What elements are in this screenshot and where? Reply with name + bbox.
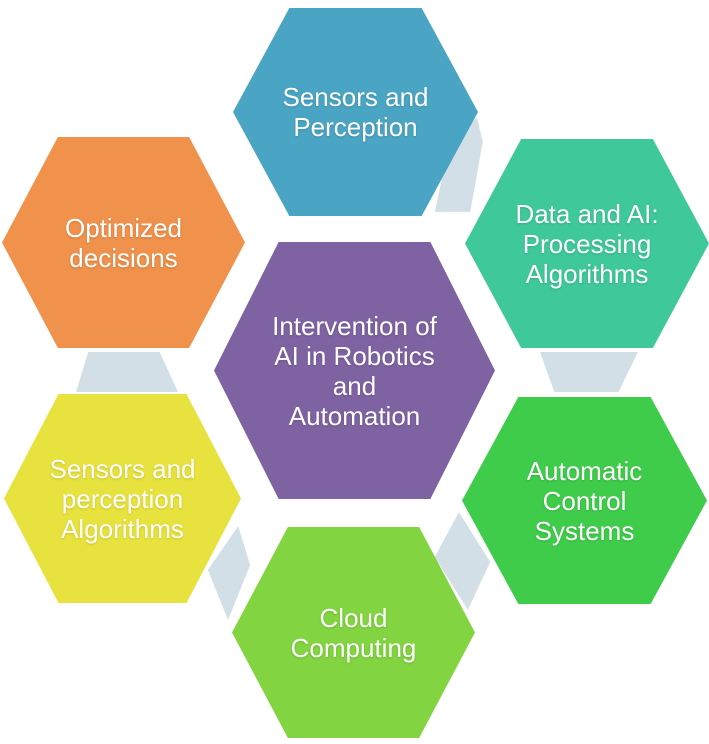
- label-line: decisions: [69, 242, 178, 273]
- label-line: Optimized: [64, 212, 183, 243]
- hexagon-label: Data and AI: Processing Algorithms: [465, 199, 709, 289]
- label-line: Data and AI:: [515, 198, 659, 229]
- label-line: Cloud: [319, 602, 388, 633]
- label-line: Algorithms: [525, 258, 649, 289]
- label-line: AI in Robotics: [274, 340, 435, 371]
- label-line: Systems: [534, 515, 635, 546]
- hexagon-label: Intervention of AI in Robotics and Autom…: [214, 311, 495, 431]
- hexagon-automatic-control-systems: Automatic Control Systems: [462, 397, 707, 604]
- label-line: Sensors and: [282, 82, 429, 112]
- hexagon-label: Optimized decisions: [2, 213, 245, 273]
- label-line: Computing: [290, 632, 417, 663]
- connector-topright-to-bottomright: [540, 352, 638, 392]
- label-line: Perception: [293, 112, 418, 142]
- connector-bottomleft-to-topleft: [76, 352, 178, 392]
- hexagon-data-and-ai-processing-algorithms: Data and AI: Processing Algorithms: [465, 139, 709, 348]
- label-line: and: [332, 370, 377, 401]
- label-line: Automation: [288, 400, 421, 431]
- label-line: perception: [61, 483, 184, 514]
- label-line: Sensors and: [49, 453, 196, 484]
- hexagon-cloud-computing: Cloud Computing: [232, 527, 475, 738]
- hexagon-sensors-and-perception: Sensors and Perception: [233, 8, 478, 216]
- label-line: Algorithms: [61, 513, 184, 544]
- label-line: Intervention of: [272, 310, 437, 341]
- label-line: Automatic: [526, 455, 643, 486]
- hexagon-optimized-decisions: Optimized decisions: [2, 137, 245, 348]
- hexagon-label: Cloud Computing: [232, 603, 475, 663]
- hexagon-label: Sensors and Perception: [233, 82, 478, 142]
- hexagon-label: Sensors and perception Algorithms: [4, 454, 241, 544]
- hexagon-intervention-of-ai-center: Intervention of AI in Robotics and Autom…: [214, 242, 495, 499]
- hexagon-sensors-and-perception-algorithms: Sensors and perception Algorithms: [4, 394, 241, 603]
- label-line: Control: [542, 485, 627, 516]
- hexagon-label: Automatic Control Systems: [462, 456, 707, 546]
- label-line: Processing: [522, 228, 652, 259]
